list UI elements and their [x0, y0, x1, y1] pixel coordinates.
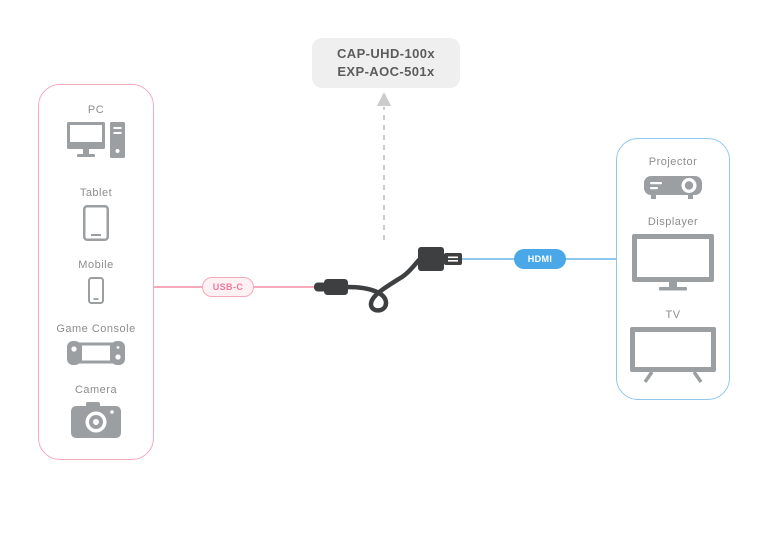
usb-c-connector-icon [314, 282, 327, 292]
tablet-icon [82, 204, 109, 241]
device-item-game-console: Game Console [56, 323, 136, 366]
device-label: Game Console [56, 323, 136, 336]
hdmi-badge: HDMI [514, 249, 566, 269]
displayer-icon [632, 234, 714, 291]
pc-icon [67, 121, 125, 158]
tv-icon [630, 326, 716, 383]
device-item-displayer: Displayer [632, 216, 714, 292]
device-item-mobile: Mobile [78, 259, 114, 305]
device-item-tv: TV [630, 309, 716, 383]
device-label: Tablet [79, 186, 113, 199]
product-model-line1: CAP-UHD-100x [337, 46, 435, 61]
device-label: Projector [648, 155, 698, 168]
dashed-arrow-up-icon [377, 92, 391, 240]
mobile-icon [88, 277, 104, 305]
source-devices-group: PC Tablet Mobile [38, 84, 154, 460]
usb-c-badge: USB-C [202, 277, 254, 297]
game-console-icon [67, 341, 125, 366]
display-devices-group: Projector Displayer TV [616, 138, 730, 400]
device-item-camera: Camera [71, 384, 121, 440]
device-label: Camera [74, 384, 118, 397]
device-label: TV [665, 308, 681, 321]
product-model-line2: EXP-AOC-501x [337, 64, 435, 80]
hdmi-connector-icon [418, 247, 444, 271]
device-item-projector: Projector [644, 156, 702, 200]
device-label: PC [87, 103, 105, 116]
usbc-to-hdmi-cable-icon [314, 247, 462, 313]
product-label-box: CAP-UHD-100x EXP-AOC-501x [312, 38, 460, 89]
device-item-pc: PC [67, 104, 125, 168]
projector-icon [644, 175, 702, 199]
device-label: Mobile [78, 259, 114, 272]
device-item-tablet: Tablet [80, 187, 112, 241]
camera-icon [71, 402, 121, 439]
device-label: Displayer [647, 216, 699, 228]
